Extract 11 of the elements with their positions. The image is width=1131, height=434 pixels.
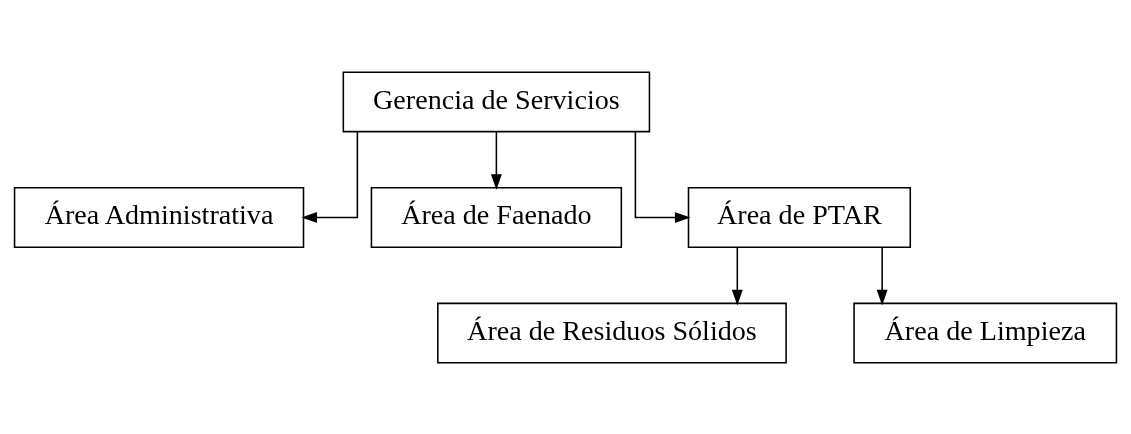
node-box: Área Administrativa [13,186,305,248]
arrow [876,246,888,305]
node-box: Área de Faenado [370,186,623,248]
node-box: Gerencia de Servicios [342,70,651,132]
arrow [634,130,691,223]
arrow [731,246,743,305]
node-box: Área de Limpieza [853,302,1118,364]
node-box: Área de PTAR [687,186,912,248]
node-box: Área de Residuos Sólidos [437,302,787,364]
arrow [301,130,359,223]
arrow [490,130,502,190]
